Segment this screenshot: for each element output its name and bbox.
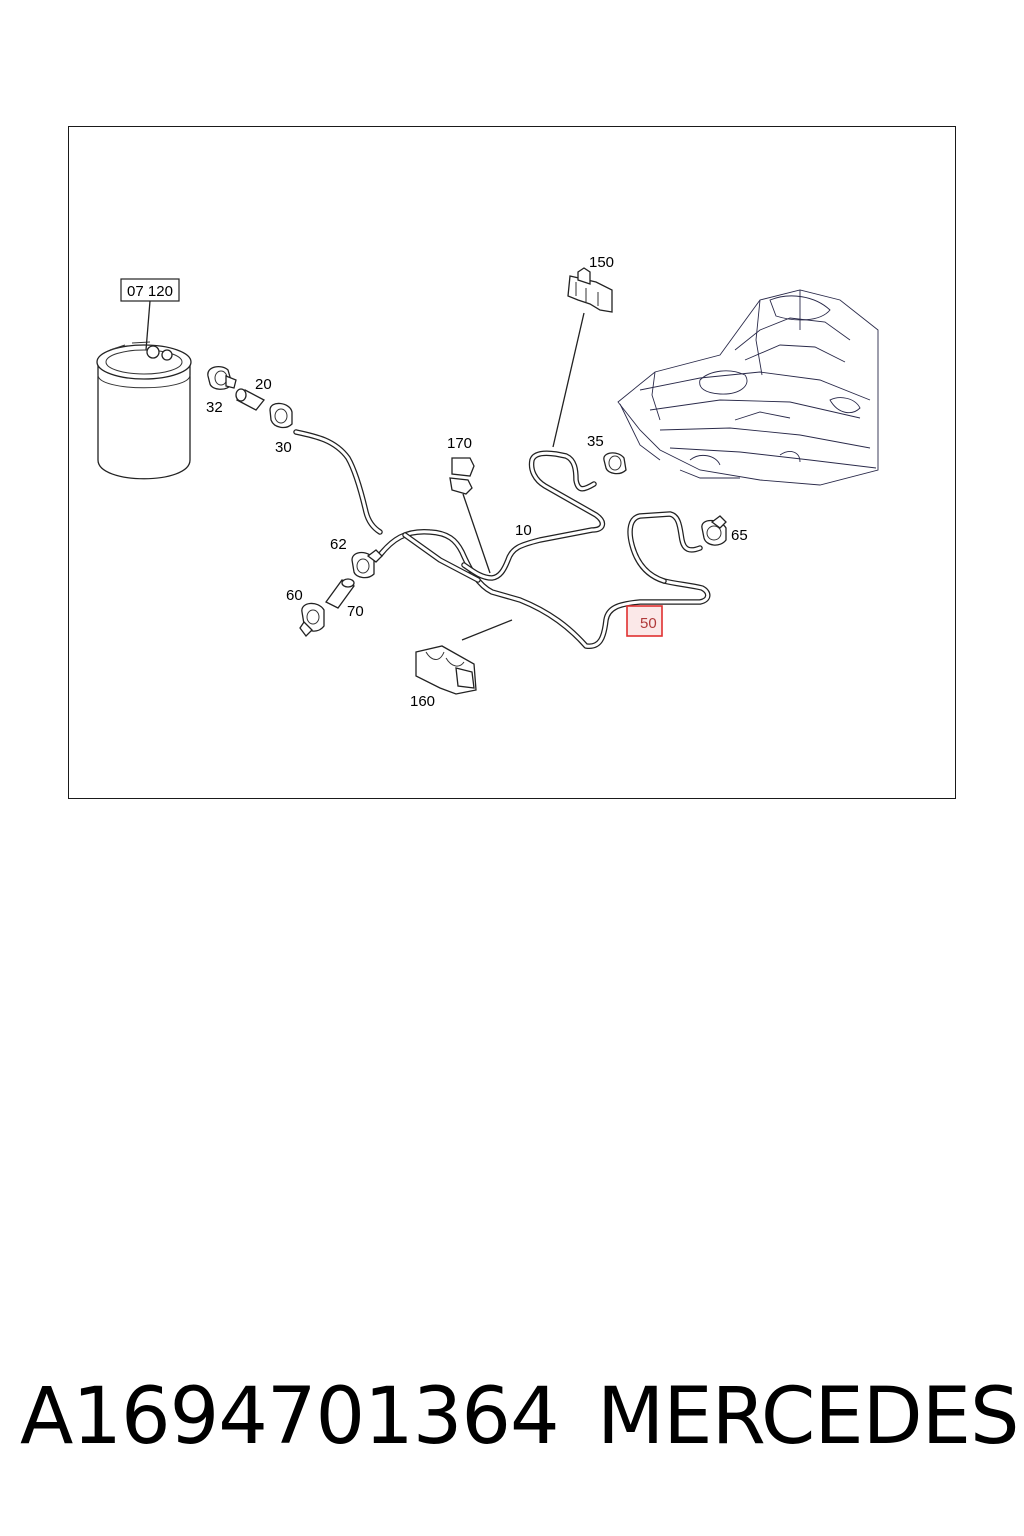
highlight-box-50[interactable] xyxy=(626,605,663,637)
hose-clamp-60[interactable] xyxy=(299,602,325,637)
fuel-vent-pipe-10[interactable] xyxy=(461,450,606,581)
hose-clamp-32[interactable] xyxy=(207,365,237,390)
hose-clamp-65[interactable] xyxy=(701,515,727,546)
canister-label: 07 120 xyxy=(127,283,173,300)
label-62: 62 xyxy=(330,536,347,553)
hose-clamp-62[interactable] xyxy=(351,549,383,579)
label-170: 170 xyxy=(447,435,472,452)
label-20: 20 xyxy=(255,376,272,393)
hose-clamp-30[interactable] xyxy=(269,402,293,429)
vehicle-underbody-illustration xyxy=(617,289,879,486)
pipe-holder-160[interactable] xyxy=(415,619,513,695)
label-50: 50 xyxy=(640,615,657,632)
charcoal-canister[interactable] xyxy=(96,300,192,480)
label-150: 150 xyxy=(589,254,614,271)
pipe-holder-150[interactable] xyxy=(552,267,613,448)
parts-diagram: 07 120 32 20 30 10 xyxy=(96,254,879,710)
connector-20[interactable] xyxy=(235,388,265,411)
part-number: A1694701364 xyxy=(20,1372,560,1462)
label-35: 35 xyxy=(587,433,604,450)
connector-70[interactable] xyxy=(325,578,355,609)
label-10: 10 xyxy=(515,522,532,539)
pipe-clip-170[interactable] xyxy=(449,457,491,574)
vent-hose[interactable] xyxy=(293,429,383,535)
label-160: 160 xyxy=(410,693,435,710)
label-30: 30 xyxy=(275,439,292,456)
label-70: 70 xyxy=(347,603,364,620)
fuel-vent-pipe-50[interactable] xyxy=(377,511,711,649)
hose-clamp-35[interactable] xyxy=(603,452,627,475)
canister-label-box xyxy=(120,278,180,302)
brand-name: MERCEDES xyxy=(597,1372,1019,1462)
label-65: 65 xyxy=(731,527,748,544)
diagram-frame xyxy=(68,126,956,799)
label-60: 60 xyxy=(286,587,303,604)
label-32: 32 xyxy=(206,399,223,416)
